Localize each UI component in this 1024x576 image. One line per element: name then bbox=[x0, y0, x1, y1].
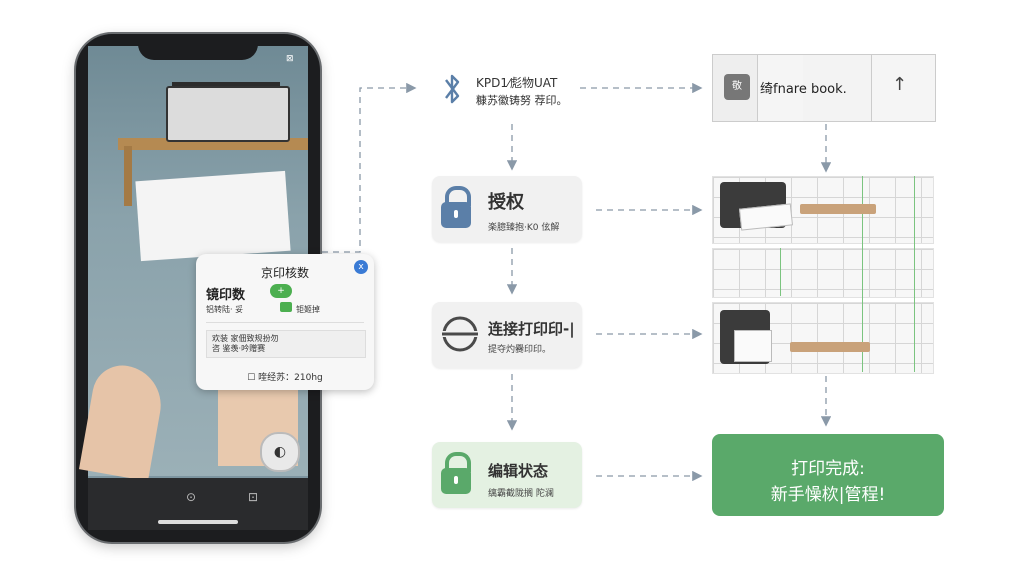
edit-title: 编辑状态 bbox=[488, 462, 549, 480]
dialog-info-box bbox=[206, 330, 366, 358]
green-tag-icon bbox=[280, 302, 292, 312]
dialog-sub-left: 铝转陆· 妥 bbox=[206, 305, 244, 314]
print-dialog-card[interactable]: 京印核数 x 镜印数 + 铝转陆· 妥 钜姬掉 欢装 家佃致规扮勿 咨 鉴羡·吟… bbox=[196, 254, 374, 390]
upload-arrow-icon[interactable]: ↑ bbox=[892, 74, 908, 95]
green-guide-line bbox=[862, 176, 863, 372]
bluetooth-icon bbox=[445, 74, 460, 104]
scene-paper bbox=[135, 170, 291, 262]
close-icon[interactable]: x bbox=[354, 260, 368, 274]
wood-strip-2 bbox=[790, 342, 870, 352]
auth-subtitle: 楽臆臻抱·K0 伭解 bbox=[488, 223, 560, 233]
arrow-phone-to-bluetooth bbox=[322, 82, 417, 253]
dialog-title: 京印核数 bbox=[260, 266, 309, 280]
share-icon[interactable]: ⊡ bbox=[248, 490, 259, 504]
bluetooth-line2: 糠苏徽铸努 荐印。 bbox=[476, 94, 568, 107]
wood-strip-1 bbox=[800, 204, 876, 214]
green-guide-line bbox=[914, 176, 915, 372]
clock-icon[interactable]: ⊙ bbox=[186, 490, 197, 504]
connect-icon bbox=[440, 316, 480, 352]
grid-panel-2 bbox=[712, 248, 934, 298]
green-guide-line bbox=[780, 248, 781, 296]
dialog-sub-right: 钜姬掉 bbox=[296, 305, 320, 314]
printer-paper-2 bbox=[734, 330, 772, 362]
toolbar-segment bbox=[803, 55, 872, 121]
phone-notch bbox=[138, 34, 258, 60]
done-line2: 新手懆栨|管程! bbox=[770, 485, 886, 505]
done-line1: 打印完成: bbox=[791, 459, 865, 479]
auth-title: 授权 bbox=[488, 192, 524, 213]
dialog-info-text: 欢装 家佃致规扮勿 咨 鉴羡·吟赠赛 bbox=[212, 334, 279, 353]
bluetooth-line1: KPD1⁄彪物UAT bbox=[476, 76, 558, 90]
scene-printer bbox=[166, 86, 290, 142]
camera-fab-button[interactable]: ◐ bbox=[260, 432, 300, 472]
status-pill[interactable]: + bbox=[270, 284, 292, 298]
dialog-footer: ☐ 喹经苏：210hg bbox=[247, 373, 323, 383]
dialog-heading: 镜印数 bbox=[206, 288, 246, 303]
lock-keyhole bbox=[454, 210, 458, 218]
status-icon: ⊠ bbox=[286, 54, 294, 64]
edit-lock-shackle bbox=[445, 452, 471, 472]
toolbar-title: 绮fnare book. bbox=[760, 82, 847, 97]
phone-screen: 京印核数 x 镜印数 + 铝转陆· 妥 钜姬掉 欢装 家佃致规扮勿 咨 鉴羡·吟… bbox=[78, 46, 374, 530]
edit-lock-keyhole bbox=[454, 476, 458, 484]
dialog-divider bbox=[206, 322, 364, 323]
lock-shackle bbox=[445, 186, 471, 206]
home-indicator[interactable] bbox=[158, 520, 238, 524]
shelf-leg bbox=[124, 146, 132, 206]
connect-subtitle: 提夺灼爨印印。 bbox=[488, 345, 552, 355]
print-complete-node[interactable] bbox=[712, 434, 944, 516]
app-logo-icon[interactable]: 敬 bbox=[724, 74, 750, 100]
connect-title: 连接打印印-| bbox=[488, 320, 575, 338]
edit-subtitle: 缡霸截陇搁 陀澜 bbox=[488, 489, 554, 499]
